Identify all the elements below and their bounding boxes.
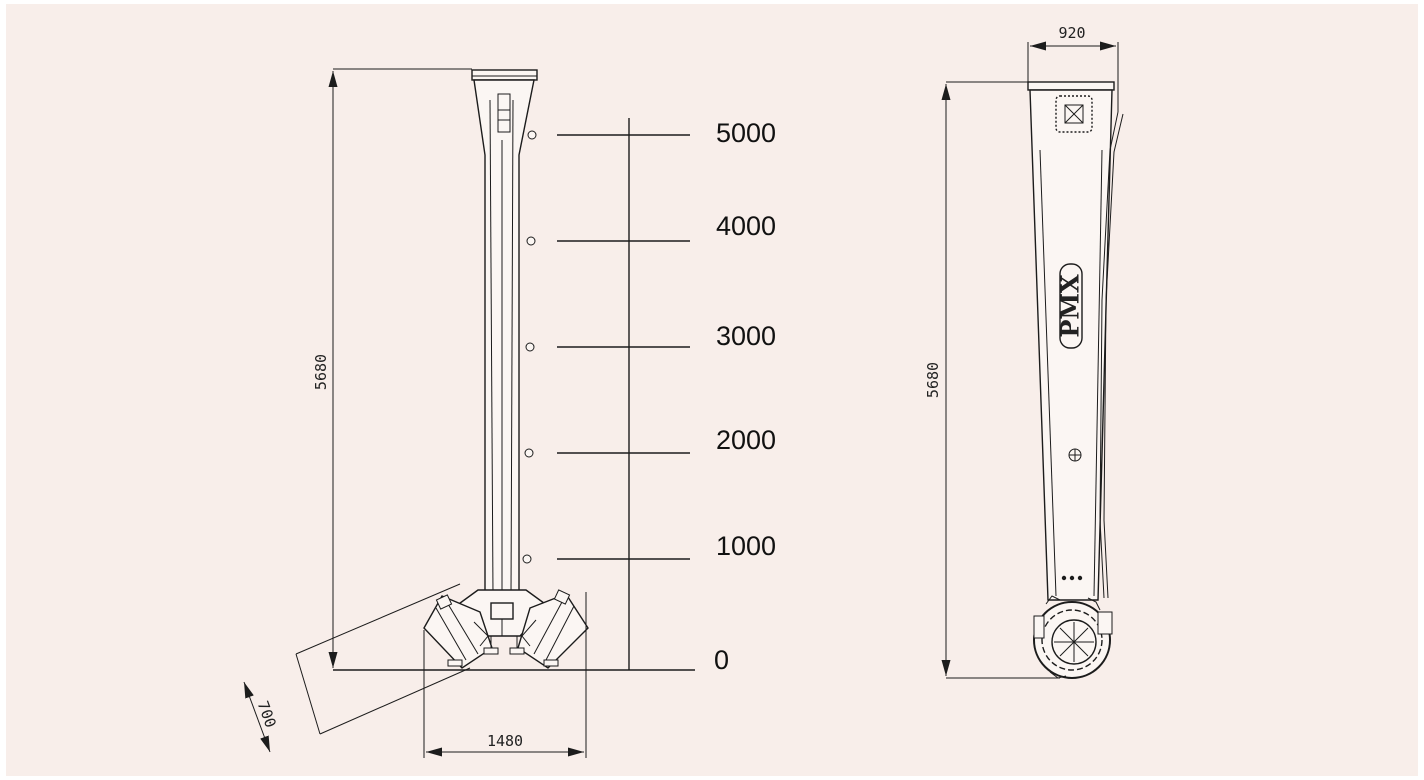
- side-rivets: [1061, 575, 1083, 581]
- scale-label-1000: 1000: [716, 531, 776, 561]
- wheel-extension-side: [295, 653, 321, 735]
- scale-label-5000: 5000: [716, 118, 776, 148]
- front-mast-inner-right: [510, 99, 514, 596]
- scale-label-0: 0: [714, 645, 729, 675]
- side-view: 920 5680 PMX: [924, 24, 1124, 679]
- wheel-extension-top: [295, 583, 461, 655]
- front-width-dimension: 1480: [487, 732, 523, 750]
- side-cutter-wheel: [1033, 595, 1113, 679]
- wheel-extension-bottom: [319, 667, 471, 735]
- front-mast-inner-left: [489, 99, 494, 596]
- wheel-dimension-line: [243, 681, 271, 753]
- front-cutter-left: [423, 594, 493, 669]
- side-height-dimension: 5680: [924, 362, 942, 398]
- side-mast-inner-left: [1039, 149, 1057, 597]
- scale-label-3000: 3000: [716, 321, 776, 351]
- side-top-flange: [1027, 81, 1115, 91]
- scale-label-4000: 4000: [716, 211, 776, 241]
- front-cutter-right: [517, 589, 589, 669]
- front-bottom-bits: [483, 636, 525, 655]
- side-hose-2: [1103, 113, 1124, 599]
- front-view: 5680: [243, 68, 589, 758]
- side-logo-frame: [1059, 263, 1083, 349]
- side-logo-text: PMX: [1056, 274, 1085, 338]
- side-mast-inner-right: [1093, 149, 1103, 597]
- front-top-flange: [471, 69, 538, 81]
- front-hub-block: [490, 602, 514, 620]
- scale-label-2000: 2000: [716, 425, 776, 455]
- side-hose: [1099, 111, 1119, 599]
- side-width-dimension: 920: [1058, 24, 1085, 42]
- front-height-dimension: 5680: [312, 354, 330, 390]
- drawing-background: [6, 4, 1418, 776]
- front-side-lugs: [522, 130, 537, 564]
- side-panel-cross-2: [1064, 104, 1084, 124]
- side-panel-symbol: [1064, 104, 1084, 124]
- front-hanger-block: [497, 93, 511, 133]
- height-scale: 5000 4000 3000 2000 1000 0: [333, 118, 776, 675]
